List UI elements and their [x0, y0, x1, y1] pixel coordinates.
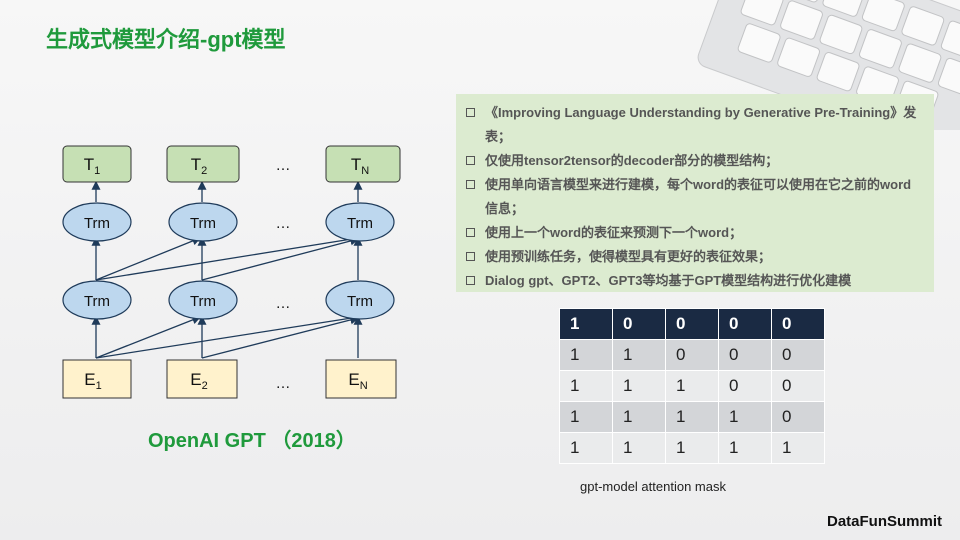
mask-cell: 1: [666, 371, 719, 402]
notes-panel: 《Improving Language Understanding by Gen…: [456, 94, 934, 292]
ellipsis-layer2: …: [276, 215, 291, 232]
mask-cell: 0: [719, 309, 772, 340]
brand-logo-text: DataFunSummit: [827, 513, 942, 530]
input-embedding-1: E1: [63, 360, 131, 398]
mask-cell: 1: [666, 433, 719, 464]
mask-cell: 1: [719, 402, 772, 433]
note-item: 《Improving Language Understanding by Gen…: [466, 101, 924, 149]
checkbox-bullet-icon: [466, 108, 475, 117]
mask-cell: 0: [772, 402, 825, 433]
mask-cell: 1: [613, 371, 666, 402]
diagram-caption: OpenAI GPT （2018）: [148, 424, 356, 453]
mask-cell: 1: [772, 433, 825, 464]
checkbox-bullet-icon: [466, 180, 475, 189]
svg-text:Trm: Trm: [347, 293, 373, 310]
svg-text:Trm: Trm: [190, 215, 216, 232]
trm-layer1-1: Trm: [63, 281, 131, 319]
note-item: Dialog gpt、GPT2、GPT3等均基于GPT模型结构进行优化建模: [466, 269, 924, 293]
checkbox-bullet-icon: [466, 228, 475, 237]
mask-cell: 1: [560, 340, 613, 371]
page-title: 生成式模型介绍-gpt模型: [46, 22, 286, 54]
mask-cell: 0: [772, 371, 825, 402]
trm-layer2-2: Trm: [169, 203, 237, 241]
mask-cell: 1: [560, 371, 613, 402]
gpt-architecture-diagram: T1 T2 … TN Trm Trm … Trm Trm Trm … Trm E…: [40, 130, 440, 410]
note-item: 使用预训练任务，使得模型具有更好的表征效果；: [466, 245, 924, 269]
checkbox-bullet-icon: [466, 156, 475, 165]
output-token-2: T2: [167, 146, 239, 182]
mask-cell: 0: [719, 340, 772, 371]
svg-text:Trm: Trm: [84, 293, 110, 310]
svg-text:Trm: Trm: [190, 293, 216, 310]
ellipsis-layer1: …: [276, 295, 291, 312]
mask-cell: 1: [613, 402, 666, 433]
mask-cell: 0: [772, 340, 825, 371]
ellipsis-outputs: …: [276, 157, 291, 174]
trm-layer2-1: Trm: [63, 203, 131, 241]
mask-cell: 1: [613, 340, 666, 371]
mask-cell: 1: [719, 433, 772, 464]
svg-text:Trm: Trm: [84, 215, 110, 232]
note-item: 仅使用tensor2tensor的decoder部分的模型结构；: [466, 149, 924, 173]
mask-cell: 1: [560, 309, 613, 340]
checkbox-bullet-icon: [466, 276, 475, 285]
output-token-1: T1: [63, 146, 131, 182]
mask-cell: 1: [560, 402, 613, 433]
note-item: 使用单向语言模型来进行建模，每个word的表征可以使用在它之前的word信息；: [466, 173, 924, 221]
mask-cell: 0: [613, 309, 666, 340]
note-item: 使用上一个word的表征来预测下一个word；: [466, 221, 924, 245]
mask-cell: 0: [719, 371, 772, 402]
output-token-n: TN: [326, 146, 400, 182]
trm-layer1-2: Trm: [169, 281, 237, 319]
mask-cell: 0: [666, 309, 719, 340]
mask-cell: 1: [560, 433, 613, 464]
checkbox-bullet-icon: [466, 252, 475, 261]
mask-caption: gpt-model attention mask: [580, 479, 726, 494]
mask-cell: 1: [666, 402, 719, 433]
input-embedding-2: E2: [167, 360, 237, 398]
mask-cell: 0: [666, 340, 719, 371]
mask-cell: 1: [613, 433, 666, 464]
mask-cell: 0: [772, 309, 825, 340]
trm-layer2-n: Trm: [326, 203, 394, 241]
input-embedding-n: EN: [326, 360, 396, 398]
ellipsis-inputs: …: [276, 375, 291, 392]
svg-text:Trm: Trm: [347, 215, 373, 232]
trm-layer1-n: Trm: [326, 281, 394, 319]
